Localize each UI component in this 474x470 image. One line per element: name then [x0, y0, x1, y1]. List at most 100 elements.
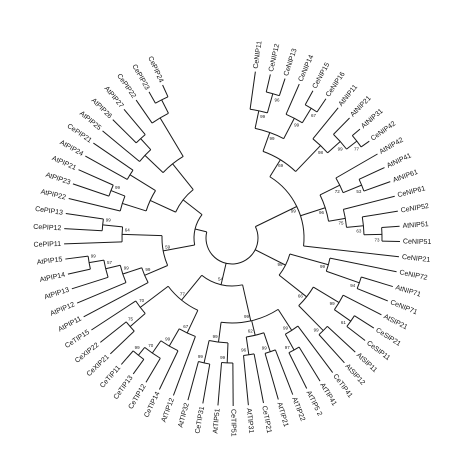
leaf-label: AtTIP31: [245, 408, 254, 434]
leaf-branch: [83, 282, 149, 318]
bootstrap-value: 94: [350, 283, 356, 288]
bootstrap-value: 72: [335, 189, 341, 194]
internal-branch: [122, 233, 163, 237]
leaf-label: CeSIP11: [365, 340, 391, 362]
bootstrap-value: 62: [248, 328, 254, 333]
leaf-branch: [68, 198, 121, 212]
bootstrap-value: 99: [320, 264, 326, 269]
leaf-branch: [91, 300, 137, 331]
leaf-label: CeTIP13: [113, 374, 135, 401]
clade-arc: [87, 256, 91, 270]
leaf-label: CeTIP11: [99, 365, 122, 390]
leaf-label: AtPIP12: [49, 301, 75, 317]
clade-arc: [101, 218, 104, 231]
bootstrap-value: 67: [183, 324, 189, 329]
leaf-branch: [172, 336, 196, 396]
leaf-branch: [71, 276, 109, 290]
bootstrap-value: 96: [275, 97, 281, 102]
leaf-label: AtPIP27: [103, 85, 125, 109]
leaf-branch: [102, 130, 140, 162]
internal-branch: [102, 224, 123, 228]
leaf-branch: [243, 355, 249, 406]
bootstrap-value: 99: [262, 346, 268, 351]
bootstrap-value: 77: [180, 291, 186, 296]
internal-branch: [186, 310, 199, 334]
leaf-branch: [264, 353, 279, 400]
internal-branch: [342, 184, 362, 194]
internal-branch: [140, 138, 152, 151]
internal-branch: [149, 200, 176, 213]
clade-arc: [312, 138, 328, 154]
leaf-branch: [64, 228, 103, 232]
bootstrap-value: 64: [125, 228, 131, 233]
leaf-label: CeTIP31: [194, 406, 206, 435]
internal-branch: [319, 184, 340, 196]
leaf-label: CePIP23: [130, 63, 150, 91]
internal-branch: [182, 199, 203, 216]
leaf-label: AtSIP12: [344, 363, 366, 387]
leaf-branch: [327, 325, 356, 353]
internal-branch: [242, 284, 252, 322]
clade-arc: [358, 179, 365, 192]
internal-branch: [278, 274, 307, 298]
bootstrap-value: 97: [285, 345, 291, 350]
internal-branch: [105, 264, 121, 270]
leaf-branch: [135, 99, 153, 124]
internal-branch: [269, 159, 281, 178]
internal-branch: [326, 270, 360, 284]
leaf-label: CeNIP12: [268, 43, 281, 72]
internal-branch: [89, 259, 104, 264]
bootstrap-value: 77: [354, 146, 360, 151]
leaf-label: AtTIP22: [290, 396, 306, 422]
internal-branch: [328, 217, 346, 222]
bootstrap-value: 99: [106, 218, 112, 223]
leaf-label: CeNIP13: [283, 48, 299, 77]
internal-branch: [283, 118, 295, 139]
internal-branch: [300, 207, 326, 217]
bootstrap-value: 99: [283, 326, 289, 331]
bootstrap-value: 96: [241, 348, 247, 353]
leaf-branch: [362, 210, 398, 218]
leaf-label: AtPIP14: [39, 272, 66, 284]
internal-branch: [313, 286, 340, 303]
bootstrap-value: 99: [115, 185, 121, 190]
leaf-label: AtSIP21: [382, 313, 408, 331]
bootstrap-value: 99: [260, 114, 266, 119]
leaf-label: CeNIP51: [403, 238, 432, 246]
leaf-label: AtPIP13: [44, 287, 71, 301]
internal-branch: [289, 253, 329, 266]
leaf-label: AtNIP41: [386, 152, 413, 169]
clade-arc: [246, 332, 265, 338]
leaf-branch: [64, 241, 123, 245]
leaf-label: AtPIP11: [57, 315, 83, 333]
internal-branch: [254, 110, 260, 129]
leaf-branch: [187, 361, 199, 401]
leaf-label: AtPIP15: [36, 256, 62, 266]
leaf-label: CeNIP16: [325, 71, 347, 99]
bootstrap-value: 99: [278, 262, 284, 267]
leaf-label: CeTIP41: [331, 373, 353, 399]
bootstrap-value: 69: [278, 163, 284, 168]
leaf-label: AtPIP23: [45, 172, 72, 187]
leaf-branch: [65, 212, 104, 220]
internal-branch: [138, 347, 146, 356]
leaf-branch: [78, 169, 114, 186]
internal-branch: [346, 225, 364, 228]
leaf-branch: [217, 362, 223, 406]
internal-branch: [254, 249, 286, 266]
leaf-branch: [329, 257, 397, 273]
leaf-label: AtTIP5 2: [305, 390, 323, 418]
leaf-label: AtNIP61: [392, 169, 419, 184]
leaf-label: CeTIP12: [128, 383, 148, 410]
leaf-branch: [65, 255, 89, 260]
bootstrap-value: 98: [318, 150, 324, 155]
leaf-branch: [312, 107, 339, 140]
leaf-label: AtNIP51: [402, 221, 429, 230]
leaf-label: AtSIP11: [355, 352, 378, 374]
leaf-label: CePIP11: [34, 241, 62, 249]
leaf-branch: [358, 167, 385, 180]
clade-arc: [135, 300, 146, 314]
bootstrap-value: 99: [294, 122, 300, 127]
internal-branch: [129, 313, 146, 327]
